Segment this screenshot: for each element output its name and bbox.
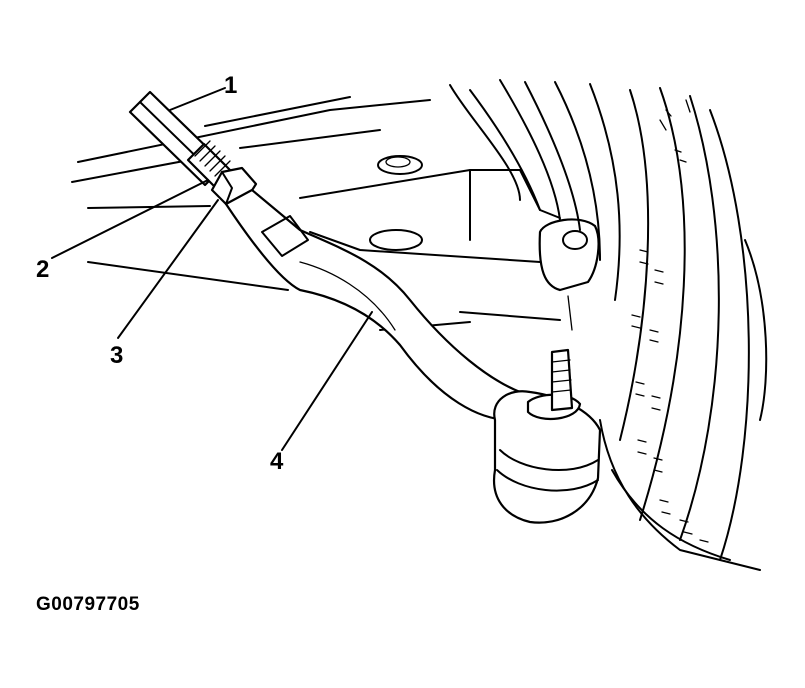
vehicle-frame-lines bbox=[71, 96, 561, 331]
ball-joint-housing bbox=[492, 390, 602, 524]
wheel-tire bbox=[449, 79, 768, 571]
figure-id-label: G00797705 bbox=[36, 594, 140, 615]
leader-line-1 bbox=[169, 87, 226, 111]
ball-stud bbox=[550, 348, 574, 412]
callout-4: 4 bbox=[270, 448, 284, 475]
knuckle-bracket bbox=[538, 218, 600, 331]
leader-line-2 bbox=[51, 179, 209, 259]
callout-1: 1 bbox=[224, 72, 238, 99]
leader-line-4 bbox=[281, 311, 373, 451]
outer-tie-rod-end bbox=[224, 188, 522, 422]
callout-2: 2 bbox=[36, 256, 50, 283]
callout-3: 3 bbox=[110, 342, 124, 369]
leader-line-3 bbox=[117, 199, 219, 339]
leader-lines bbox=[51, 87, 373, 451]
